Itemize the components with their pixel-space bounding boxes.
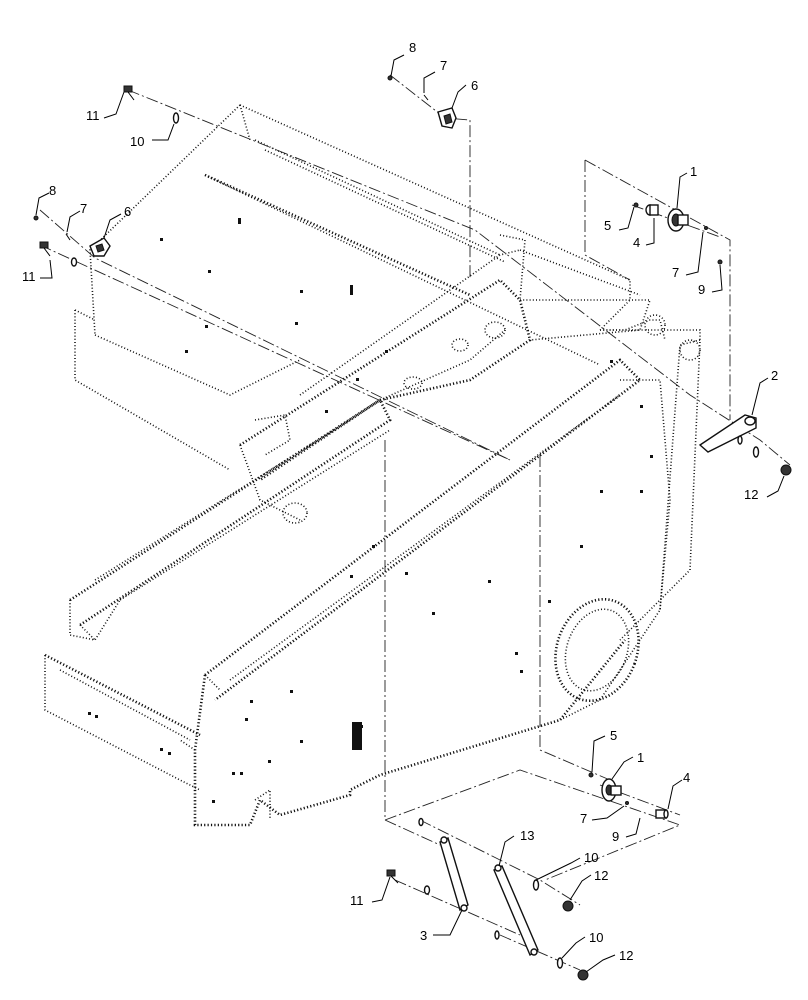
callout-labels: 8 7 6 11 10 8 7 6 11 1 5 4 7 9 2 12 5 1 … <box>22 40 778 963</box>
callout-11: 11 <box>22 269 36 284</box>
nut-12-mid <box>562 900 574 912</box>
lever-arm-2 <box>698 414 757 453</box>
washer-2b <box>752 446 760 458</box>
washer-bottom-a <box>423 885 431 895</box>
clip-6-top <box>437 107 457 129</box>
callout-4: 4 <box>683 770 690 785</box>
pin-8-left <box>33 215 39 221</box>
callout-10: 10 <box>584 850 598 865</box>
callout-6: 6 <box>124 204 131 219</box>
pin-7-top <box>423 94 429 101</box>
pin-5-top <box>633 202 639 208</box>
bolt-11-left <box>39 241 51 257</box>
washer-10-top <box>172 112 180 124</box>
washer-10-bottom <box>556 957 564 969</box>
callout-13: 13 <box>520 828 534 843</box>
callout-9: 9 <box>612 829 619 844</box>
clip-6-left <box>89 237 111 257</box>
nut-12-bottom <box>577 969 589 981</box>
flange-bearing-1-top <box>667 208 689 232</box>
callout-7: 7 <box>440 58 447 73</box>
pin-5-bottom <box>588 772 594 778</box>
washer-2a <box>737 435 743 445</box>
link-3 <box>439 836 469 912</box>
callout-1: 1 <box>690 164 697 179</box>
callout-7: 7 <box>80 201 87 216</box>
pin-7-right <box>704 226 708 230</box>
washer-bottom-c <box>494 930 500 940</box>
washer-left <box>70 257 78 267</box>
bolt-11-top <box>123 85 135 101</box>
callout-1: 1 <box>637 750 644 765</box>
nut-12-top <box>780 464 792 476</box>
pin-7-bottom <box>625 801 629 805</box>
callout-5: 5 <box>610 728 617 743</box>
callout-3: 3 <box>420 928 427 943</box>
callout-7: 7 <box>580 811 587 826</box>
mounting-holes <box>88 218 653 803</box>
washer-bottom-b <box>418 817 424 827</box>
bushing-4-top <box>645 204 659 216</box>
callout-12: 12 <box>744 487 758 502</box>
pin-7-left <box>65 233 71 241</box>
callout-8: 8 <box>409 40 416 55</box>
explode-lines <box>39 74 791 971</box>
callout-10: 10 <box>589 930 603 945</box>
washer-10-mid <box>532 879 540 891</box>
flange-bearing-1-bottom <box>601 778 622 802</box>
callout-7: 7 <box>672 265 679 280</box>
callout-12: 12 <box>619 948 633 963</box>
pin-9-top <box>717 259 723 265</box>
callout-2: 2 <box>771 368 778 383</box>
pin-8-top <box>387 75 393 81</box>
callout-9: 9 <box>698 282 705 297</box>
link-13 <box>493 864 539 957</box>
callout-10: 10 <box>130 134 144 149</box>
callout-6: 6 <box>471 78 478 93</box>
callout-12: 12 <box>594 868 608 883</box>
frame-assembly <box>44 104 701 827</box>
callout-11: 11 <box>86 108 100 123</box>
callout-8: 8 <box>49 183 56 198</box>
callout-5: 5 <box>604 218 611 233</box>
callout-11: 11 <box>350 893 364 908</box>
callout-4: 4 <box>633 235 640 250</box>
parts <box>33 75 792 981</box>
callout-leaders <box>35 54 785 973</box>
bolt-11-bottom <box>386 869 399 884</box>
bushing-4-bottom <box>655 809 669 819</box>
